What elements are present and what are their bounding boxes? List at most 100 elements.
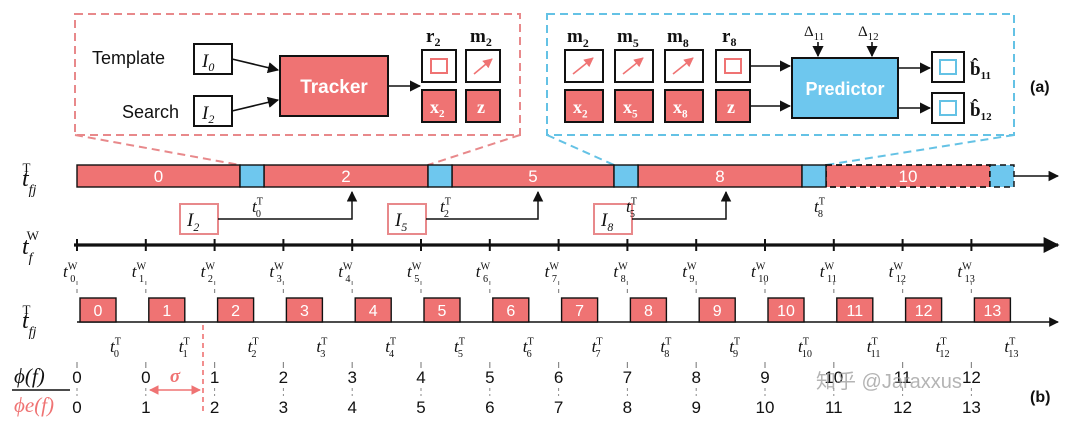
feed-arrow <box>218 190 358 220</box>
phi-e-value: 2 <box>210 398 219 417</box>
segment-label: 10 <box>899 167 918 186</box>
frame-block <box>973 297 1012 323</box>
frame-block <box>354 297 392 323</box>
phi-value: 0 <box>141 368 150 387</box>
world-axis-label: tfW <box>22 228 40 266</box>
x-input-box <box>564 89 604 123</box>
bbox-icon <box>939 100 957 116</box>
watermark-text: 知乎 @Jaraxxus <box>816 370 962 393</box>
phi-value: 8 <box>691 368 700 387</box>
predictor-sliver <box>239 164 265 188</box>
frame-input-label: I2 <box>186 210 199 234</box>
m-input-label: m5 <box>617 26 639 50</box>
motion-arrow-icon <box>672 57 694 75</box>
x-input-label: x5 <box>623 97 638 121</box>
frame-block <box>148 297 186 323</box>
x2-box <box>421 89 457 123</box>
frame-label: 10 <box>777 303 795 320</box>
phi-label: ϕ(f) <box>14 364 45 388</box>
panel-b-label: (b) <box>1030 389 1050 406</box>
phi-value: 7 <box>623 368 632 387</box>
frame-label: 8 <box>644 303 653 320</box>
m-input-box <box>564 49 604 83</box>
predictor-sliver <box>989 164 1015 188</box>
frame-input-label: I8 <box>600 210 613 234</box>
frame-block <box>767 297 805 323</box>
frame-block <box>285 297 324 323</box>
search-label: Search <box>122 102 179 122</box>
frame-label: 3 <box>300 303 309 320</box>
r2-box <box>421 49 457 83</box>
frame-label: 13 <box>984 303 1002 320</box>
phi-value: 3 <box>347 368 356 387</box>
panel-a-label: (a) <box>1030 79 1050 96</box>
phi-e-value: 6 <box>485 398 494 417</box>
phi-e-value: 13 <box>962 398 981 417</box>
feed-arrow <box>632 190 732 220</box>
phi-value: 10 <box>824 368 843 387</box>
predictor-block <box>791 57 899 119</box>
m-input-label: m8 <box>667 26 689 50</box>
b12-box <box>931 92 965 124</box>
b11-label: b̂11 <box>970 58 991 82</box>
frame-block <box>423 297 461 323</box>
bbox-icon <box>724 58 742 74</box>
frame-label: 6 <box>506 303 515 320</box>
b11-box <box>931 51 965 83</box>
segment-label: 0 <box>154 167 163 186</box>
frame-input-label: I5 <box>394 210 407 234</box>
frame-block <box>904 297 943 323</box>
frame-label: 9 <box>713 303 722 320</box>
tracker-label: Tracker <box>300 77 368 98</box>
x-input-label: x2 <box>573 97 588 121</box>
phi-e-value: 12 <box>893 398 912 417</box>
frame-block <box>560 297 599 323</box>
frame-block <box>698 297 736 323</box>
segment-label: 2 <box>341 167 350 186</box>
phi-e-value: 11 <box>825 398 843 417</box>
frame-label: 7 <box>575 303 584 320</box>
segment-label: 8 <box>715 167 724 186</box>
predictor-sliver <box>427 164 453 188</box>
bbox-icon <box>939 59 957 75</box>
x-input-label: x8 <box>673 97 688 121</box>
phi-value: 0 <box>72 368 81 387</box>
predictor-sliver <box>801 164 827 188</box>
z-label: z <box>477 97 485 117</box>
phi-value: 5 <box>485 368 494 387</box>
frame-label: 1 <box>162 303 171 320</box>
template-input-label: I0 <box>201 51 214 74</box>
m2-label: m2 <box>470 26 492 49</box>
tracker-panel: Template Search I0 I2 Tracker r2 m2 x2 z <box>74 13 521 166</box>
phi-e-value: 10 <box>756 398 775 417</box>
phi-value: 6 <box>554 368 563 387</box>
sigma-label: σ <box>170 366 181 387</box>
phi-e-value: 0 <box>72 398 81 417</box>
phi-value: 1 <box>210 368 219 387</box>
frame-label: 11 <box>846 303 863 320</box>
predictor-label: Predictor <box>805 79 884 99</box>
b12-label: b̂12 <box>970 99 992 123</box>
